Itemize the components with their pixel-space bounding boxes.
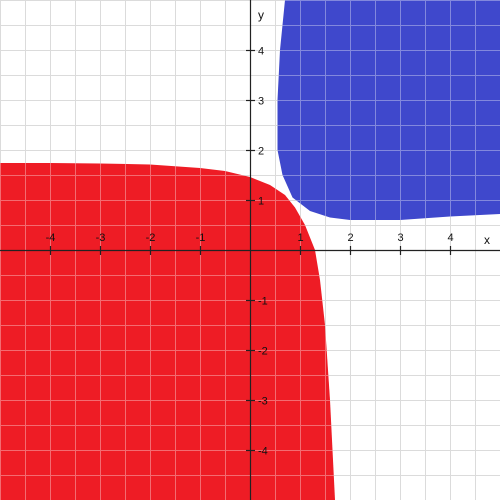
- x-axis-label: x: [484, 233, 490, 247]
- x-tick-label: -4: [46, 232, 56, 244]
- x-tick-label: -2: [146, 232, 156, 244]
- y-tick-label: 3: [258, 96, 264, 108]
- y-tick-label: 2: [258, 146, 264, 158]
- y-tick-label: 1: [258, 196, 264, 208]
- red-shaded-region: [0, 163, 335, 500]
- blue-shaded-region: [277, 0, 500, 220]
- x-tick-label: 1: [297, 232, 303, 244]
- y-tick-label: -1: [258, 296, 268, 308]
- x-tick-label: 4: [447, 232, 453, 244]
- ticks: -4 -3 -2 -1 1 2 3 4 -4 -3 -2 -1 1 2 3 4: [46, 46, 454, 458]
- y-tick-label: -4: [258, 446, 268, 458]
- y-tick-label: 4: [258, 46, 264, 58]
- y-tick-label: -2: [258, 346, 268, 358]
- x-tick-label: 3: [397, 232, 403, 244]
- y-tick-label: -3: [258, 396, 268, 408]
- x-tick-label: -1: [196, 232, 206, 244]
- x-tick-label: 2: [347, 232, 353, 244]
- y-axis-label: y: [258, 8, 264, 22]
- x-tick-label: -3: [96, 232, 106, 244]
